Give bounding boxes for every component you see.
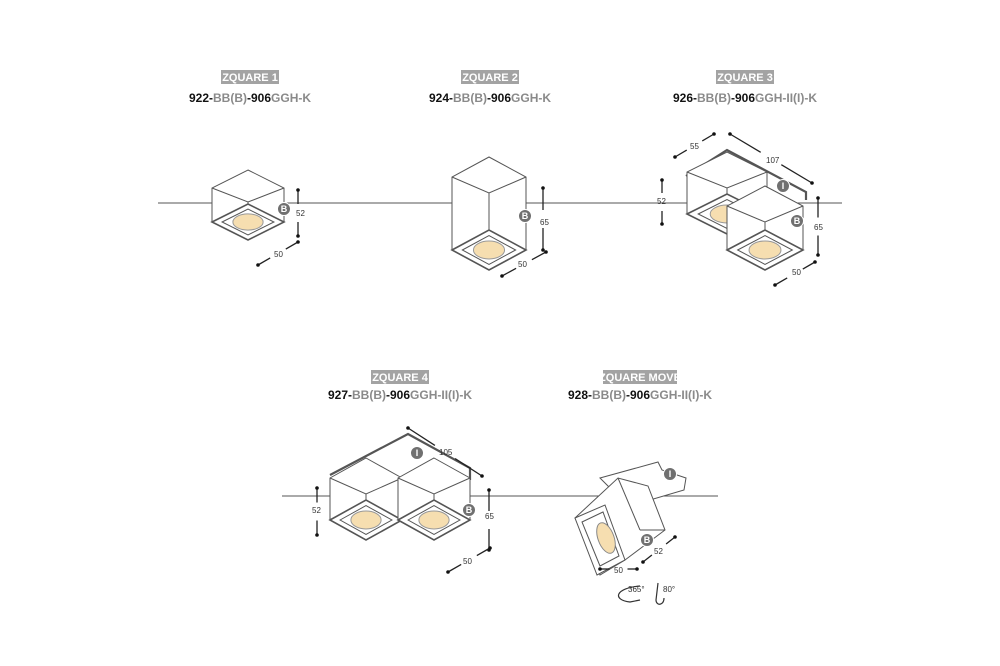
dim-height-right-3: 65 [814, 223, 823, 232]
light-lens [596, 522, 616, 554]
svg-text:I: I [669, 469, 672, 479]
svg-text:B: B [644, 535, 651, 545]
title-zquare-3: ZQUARE 3 [716, 70, 774, 84]
rotate-horizontal-icon [618, 585, 641, 603]
marker-b-4: B [462, 503, 476, 517]
svg-text:ZQUARE 4: ZQUARE 4 [372, 372, 429, 384]
svg-text:ZQUARE 2: ZQUARE 2 [462, 72, 518, 84]
dim-height-left-3: 52 [657, 197, 666, 206]
dim-width-move: 50 [614, 566, 623, 575]
dim-width-2: 50 [518, 260, 527, 269]
dimension-line [660, 178, 664, 226]
code-zquare-3: 926-BB(B)-906GGH-II(I)-K [673, 91, 817, 105]
svg-text:B: B [466, 505, 473, 515]
zquare-1-cube [210, 169, 286, 241]
dimension-line [406, 426, 484, 478]
dimension-line [641, 535, 677, 564]
svg-text:I: I [416, 448, 419, 458]
dim-length-3: 107 [766, 156, 780, 165]
zquare-3-cube-right [725, 185, 805, 271]
light-lens [418, 510, 450, 530]
dimension-line [296, 188, 300, 238]
dimension-line [816, 196, 820, 257]
marker-i-move: I [663, 467, 677, 481]
light-lens [748, 240, 782, 260]
rotation-icons [618, 582, 665, 605]
marker-b-3: B [790, 214, 804, 228]
svg-text:B: B [794, 216, 801, 226]
dimension-line [728, 132, 814, 185]
light-lens [472, 240, 506, 260]
dim-height-left-4: 52 [312, 506, 321, 515]
dimension-line [673, 132, 716, 159]
code-zquare-4: 927-BB(B)-906GGH-II(I)-K [328, 388, 472, 402]
dimension-line [773, 260, 817, 287]
dimension-line [315, 486, 319, 537]
dim-length-4: 105 [439, 448, 453, 457]
title-zquare-2: ZQUARE 2 [461, 70, 519, 84]
zquare-2-cube [450, 156, 528, 271]
dim-depth-3: 55 [690, 142, 699, 151]
marker-b-1: B [277, 202, 291, 216]
svg-text:I: I [782, 181, 785, 191]
code-zquare-2: 924-BB(B)-906GGH-K [429, 91, 551, 105]
zquare-4-cube-right [396, 457, 472, 541]
dim-width-4: 50 [463, 557, 472, 566]
zquare-4-cube-left [328, 457, 404, 541]
marker-i-3: I [776, 179, 790, 193]
dimension-line [500, 250, 548, 278]
dim-width-3: 50 [792, 268, 801, 277]
cubes [210, 148, 808, 541]
marker-b-2: B [518, 209, 532, 223]
svg-text:ZQUARE 3: ZQUARE 3 [717, 72, 773, 84]
light-lens [232, 213, 264, 231]
code-zquare-move: 928-BB(B)-906GGH-II(I)-K [568, 388, 712, 402]
zquare-4-plate [329, 432, 472, 480]
dimension-line [541, 186, 545, 252]
dim-height-1: 52 [296, 209, 305, 218]
markers: B B I B I B I B [277, 179, 804, 547]
dimension-line [598, 567, 639, 571]
rotation-horizontal-label: 365° [628, 585, 645, 594]
svg-text:B: B [522, 211, 529, 221]
title-zquare-4: ZQUARE 4 [371, 370, 429, 384]
code-zquare-1: 922-BB(B)-906GGH-K [189, 91, 311, 105]
dimension-lines [256, 132, 820, 574]
dim-width-1: 50 [274, 250, 283, 259]
rotate-vertical-icon [655, 582, 665, 605]
dimension-line [256, 240, 300, 267]
light-lens [350, 510, 382, 530]
dim-height-2: 65 [540, 218, 549, 227]
svg-text:ZQUARE MOVE: ZQUARE MOVE [599, 372, 681, 384]
rotation-vertical-label: 80° [663, 585, 675, 594]
dimension-line [446, 546, 492, 574]
title-zquare-1: ZQUARE 1 [221, 70, 279, 84]
zquare-move-drawing [574, 461, 687, 576]
svg-text:B: B [281, 204, 288, 214]
title-zquare-move: ZQUARE MOVE [599, 370, 681, 384]
marker-b-move: B [640, 533, 654, 547]
svg-text:ZQUARE 1: ZQUARE 1 [222, 72, 278, 84]
dim-height-move: 52 [654, 547, 663, 556]
dim-height-right-4: 65 [485, 512, 494, 521]
marker-i-4: I [410, 446, 424, 460]
